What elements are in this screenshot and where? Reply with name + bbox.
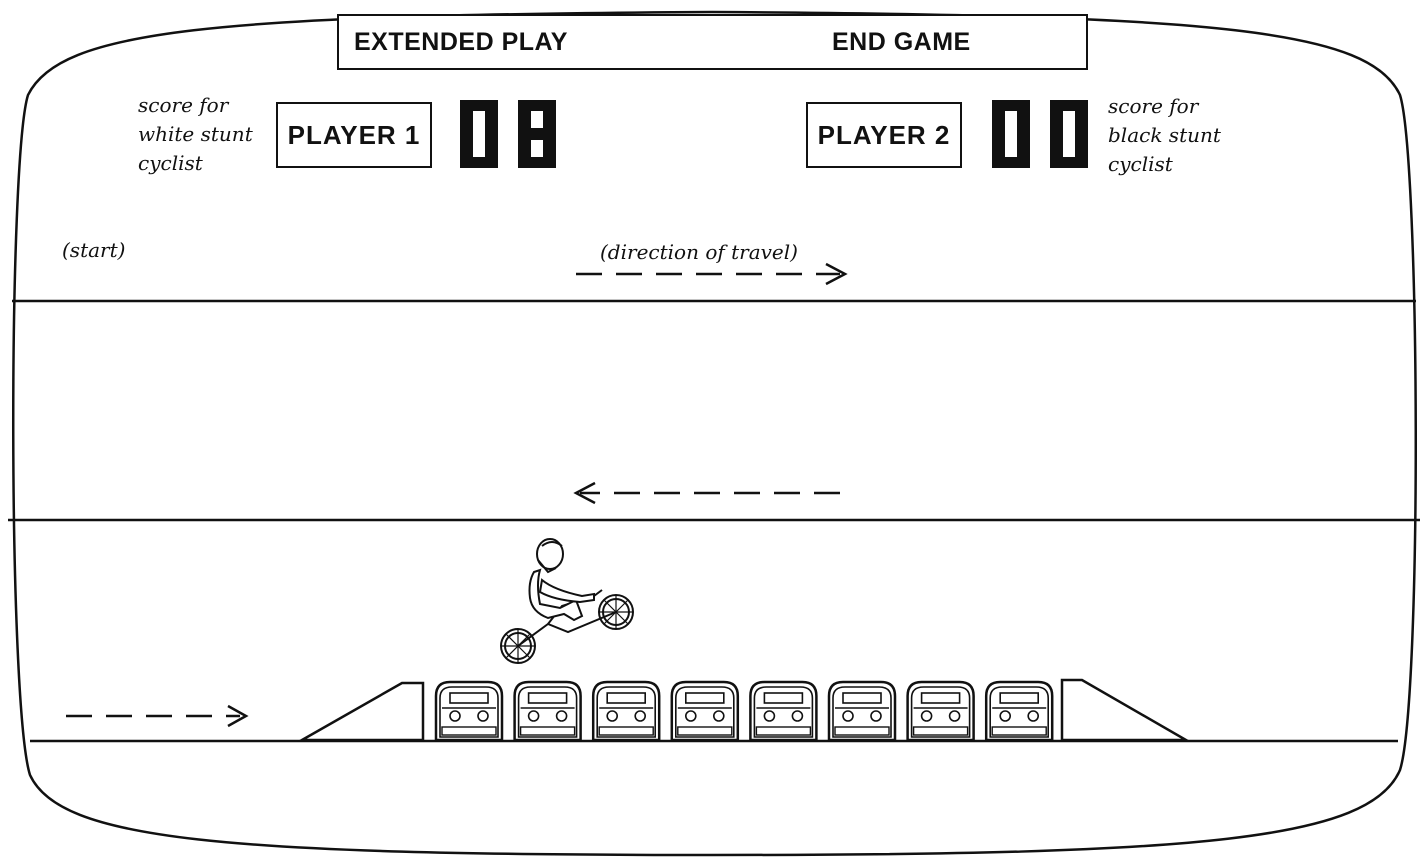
- bus-icon: [515, 682, 581, 740]
- bus-icon: [908, 682, 974, 740]
- bus-icon: [750, 682, 816, 740]
- stunt-cyclist-icon: [490, 532, 640, 682]
- bus-icon: [829, 682, 895, 740]
- bus-icon: [593, 682, 659, 740]
- bus-icon: [436, 682, 502, 740]
- bus-icon: [986, 682, 1052, 740]
- bus-icon: [672, 682, 738, 740]
